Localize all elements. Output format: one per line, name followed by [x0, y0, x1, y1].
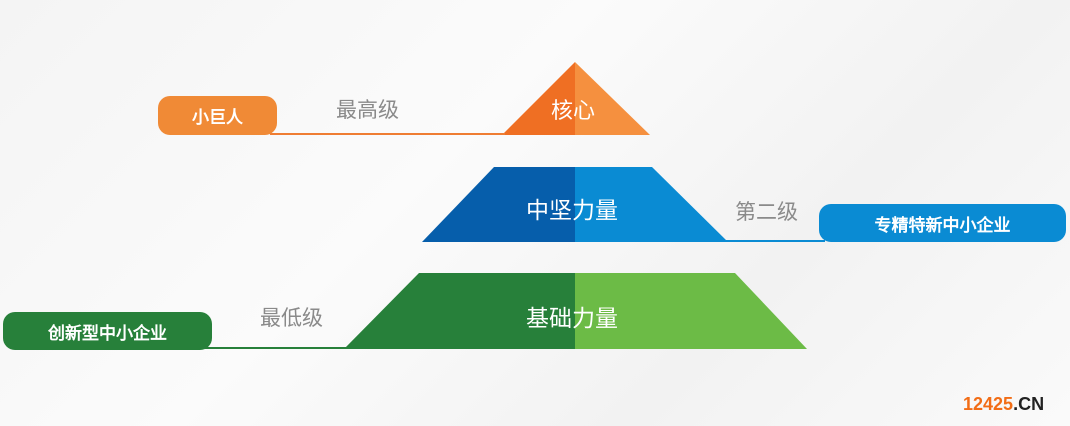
tag-pill-middle: 专精特新中小企业 [819, 204, 1066, 242]
tier-middle-right [575, 167, 728, 242]
level-label-middle: 第二级 [735, 200, 798, 224]
tier-label-bottom: 基础力量 [526, 306, 618, 332]
tier-middle-left [422, 167, 575, 242]
level-label-top: 最高级 [336, 98, 399, 122]
tier-top-left [502, 62, 575, 135]
tier-top-right [575, 62, 650, 135]
tier-label-middle: 中坚力量 [526, 198, 618, 224]
watermark-suffix: .CN [1013, 394, 1045, 414]
watermark: 12425.CN [963, 394, 1044, 415]
tag-pill-bottom: 创新型中小企业 [3, 312, 212, 350]
watermark-number: 12425 [963, 394, 1014, 414]
tier-bottom-left [344, 273, 575, 349]
level-label-bottom: 最低级 [260, 306, 323, 330]
tier-bottom-right [575, 273, 807, 349]
tier-label-top: 核心 [550, 99, 596, 124]
tag-pill-top: 小巨人 [158, 96, 277, 135]
